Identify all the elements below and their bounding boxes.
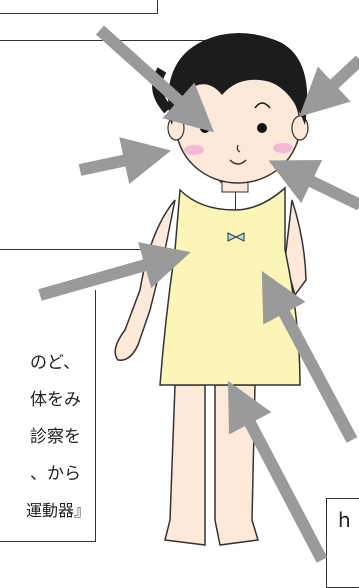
left-mid-line-5: 運動器』 bbox=[26, 501, 91, 520]
hair bbox=[168, 32, 308, 125]
left-mid-line-2: 体をみ bbox=[30, 390, 81, 410]
arrow-back bbox=[261, 270, 358, 443]
bottom-right-text: h bbox=[338, 508, 351, 532]
arrow-knee bbox=[227, 380, 328, 563]
arrow-chin bbox=[268, 159, 359, 211]
left-mid-line-3: 診察を bbox=[30, 427, 81, 447]
arrow-ear bbox=[78, 137, 172, 184]
left-mid-line-4: 、から bbox=[30, 464, 81, 484]
left-mid-box bbox=[0, 290, 96, 542]
arrow-top-left bbox=[95, 25, 215, 133]
bottom-right-box bbox=[326, 498, 359, 588]
arrow-top-right bbox=[299, 55, 359, 117]
legs bbox=[164, 384, 259, 546]
left-mid-line-1: のど、 bbox=[30, 353, 81, 373]
bow bbox=[227, 232, 245, 242]
arrow-shoulder bbox=[38, 242, 191, 301]
top-left-box bbox=[0, 0, 158, 14]
